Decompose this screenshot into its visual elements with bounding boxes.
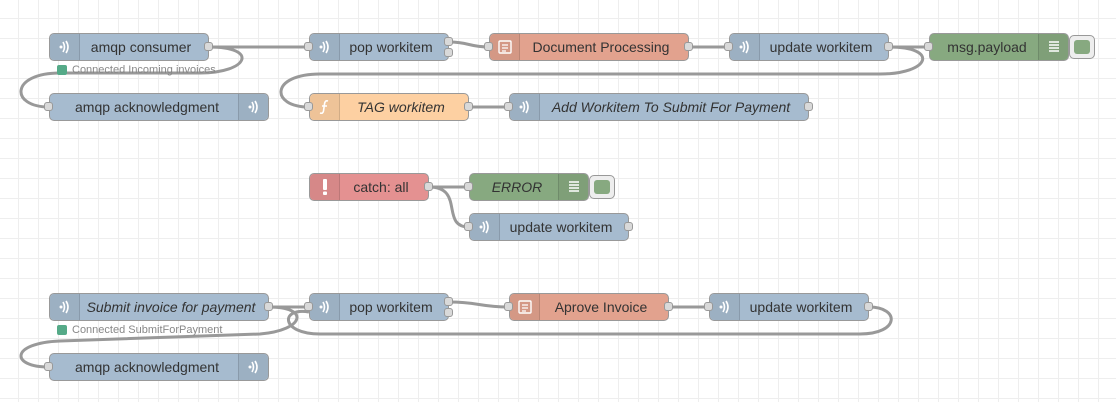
input-port[interactable]: [304, 302, 313, 311]
input-port[interactable]: [484, 42, 493, 51]
update-workitem-node[interactable]: update workitem: [709, 293, 869, 321]
input-port[interactable]: [464, 182, 473, 191]
amqp-icon: [310, 294, 340, 320]
amqp-consumer-node[interactable]: amqp consumer: [49, 33, 209, 61]
debug-list-icon: [1038, 34, 1068, 60]
amqp-icon: [470, 214, 500, 240]
output-port[interactable]: [444, 48, 453, 57]
input-port[interactable]: [304, 42, 313, 51]
msg-payload-debug-node[interactable]: msg.payload: [929, 33, 1069, 61]
toggle-indicator: [594, 180, 610, 194]
node-label: ERROR: [491, 179, 543, 195]
node-label: catch: all: [353, 179, 409, 195]
node-label: update workitem: [749, 299, 853, 315]
wire[interactable]: [279, 45, 924, 109]
function-icon: [310, 94, 340, 120]
output-port[interactable]: [444, 297, 453, 306]
debug-list-icon: [558, 174, 588, 200]
template-icon: [510, 294, 540, 320]
input-port[interactable]: [924, 42, 933, 51]
alert-icon: [310, 174, 340, 200]
output-port[interactable]: [684, 42, 693, 51]
connected-dot-icon: [57, 65, 67, 75]
node-label: Submit invoice for payment: [86, 299, 256, 315]
amqp-icon: [710, 294, 740, 320]
input-port[interactable]: [304, 102, 313, 111]
input-port[interactable]: [504, 102, 513, 111]
output-port[interactable]: [624, 222, 633, 231]
toggle-indicator: [1074, 40, 1090, 54]
amqp-icon: [730, 34, 760, 60]
wire[interactable]: [428, 185, 470, 229]
submit-invoice-node[interactable]: Submit invoice for payment: [49, 293, 269, 321]
input-port[interactable]: [724, 42, 733, 51]
node-label: amqp acknowledgment: [75, 359, 219, 375]
node-label: pop workitem: [349, 299, 433, 315]
node-label: Add Workitem To Submit For Payment: [551, 99, 791, 115]
template-icon: [490, 34, 520, 60]
amqp-icon: [50, 34, 80, 60]
output-port[interactable]: [204, 42, 213, 51]
input-port[interactable]: [44, 362, 53, 371]
update-workitem-node[interactable]: update workitem: [729, 33, 889, 61]
catch-all-node[interactable]: catch: all: [309, 173, 429, 201]
pop-workitem-node[interactable]: pop workitem: [309, 33, 449, 61]
input-port[interactable]: [704, 302, 713, 311]
approve-invoice-node[interactable]: Aprove Invoice: [509, 293, 669, 321]
wire[interactable]: [19, 45, 244, 109]
node-label: amqp acknowledgment: [75, 99, 219, 115]
status-indicator: Connected Incoming invoices: [57, 64, 216, 76]
node-label: amqp consumer: [90, 39, 192, 55]
node-label: TAG workitem: [357, 99, 445, 115]
pop-workitem-node[interactable]: pop workitem: [309, 293, 449, 321]
output-port[interactable]: [444, 308, 453, 317]
add-workitem-submit-node[interactable]: Add Workitem To Submit For Payment: [509, 93, 809, 121]
amqp-acknowledgment-node[interactable]: amqp acknowledgment: [49, 93, 269, 121]
amqp-icon: [310, 34, 340, 60]
wire[interactable]: [287, 305, 893, 336]
node-label: pop workitem: [349, 39, 433, 55]
document-processing-node[interactable]: Document Processing: [489, 33, 689, 61]
debug-toggle-button[interactable]: [1069, 35, 1095, 59]
output-port[interactable]: [884, 42, 893, 51]
amqp-icon: [50, 294, 80, 320]
node-label: Aprove Invoice: [554, 299, 648, 315]
wire[interactable]: [448, 40, 490, 49]
tag-workitem-node[interactable]: TAG workitem: [309, 93, 469, 121]
input-port[interactable]: [44, 102, 53, 111]
output-port[interactable]: [804, 102, 813, 111]
output-port[interactable]: [864, 302, 873, 311]
node-label: Document Processing: [532, 39, 670, 55]
connected-dot-icon: [57, 325, 67, 335]
output-port[interactable]: [264, 302, 273, 311]
node-label: update workitem: [509, 219, 613, 235]
debug-toggle-button[interactable]: [589, 175, 615, 199]
node-label: update workitem: [769, 39, 873, 55]
error-debug-node[interactable]: ERROR: [469, 173, 589, 201]
output-port[interactable]: [424, 182, 433, 191]
wire[interactable]: [448, 300, 510, 309]
update-workitem-node[interactable]: update workitem: [469, 213, 629, 241]
amqp-acknowledgment-node[interactable]: amqp acknowledgment: [49, 353, 269, 381]
amqp-icon: [510, 94, 540, 120]
status-indicator: Connected SubmitForPayment: [57, 324, 222, 336]
input-port[interactable]: [464, 222, 473, 231]
input-port[interactable]: [504, 302, 513, 311]
amqp-icon: [238, 354, 268, 380]
output-port[interactable]: [444, 37, 453, 46]
output-port[interactable]: [464, 102, 473, 111]
output-port[interactable]: [664, 302, 673, 311]
node-label: msg.payload: [947, 39, 1027, 55]
amqp-icon: [238, 94, 268, 120]
